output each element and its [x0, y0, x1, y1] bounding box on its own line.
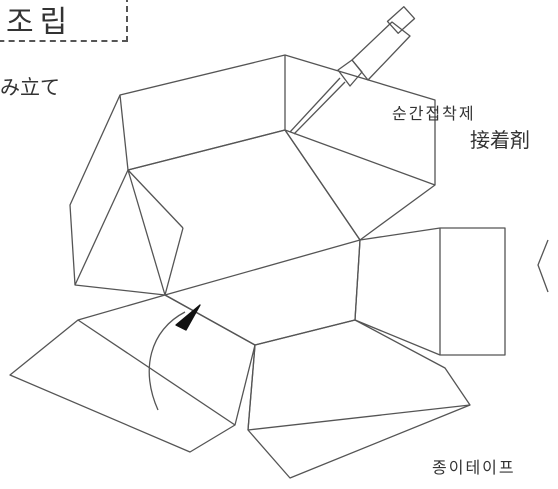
box-edge	[165, 228, 183, 295]
box-edge	[75, 170, 128, 285]
tape-label-korean: 종이테이프	[432, 454, 516, 478]
left-flap-fold	[78, 320, 235, 425]
glue-label-korean: 순간접착제	[392, 100, 476, 124]
right-bracket	[538, 240, 548, 292]
glue-label-japanese: 接着剤	[470, 124, 530, 153]
bottom-flap-fold	[248, 405, 470, 430]
right-flap	[355, 228, 505, 355]
box-bottom	[128, 130, 360, 345]
left-flap	[10, 295, 255, 452]
box-edge	[285, 130, 360, 240]
box-top-rim	[70, 55, 435, 295]
box-inner-rim	[120, 95, 435, 185]
arrowhead	[176, 305, 200, 330]
